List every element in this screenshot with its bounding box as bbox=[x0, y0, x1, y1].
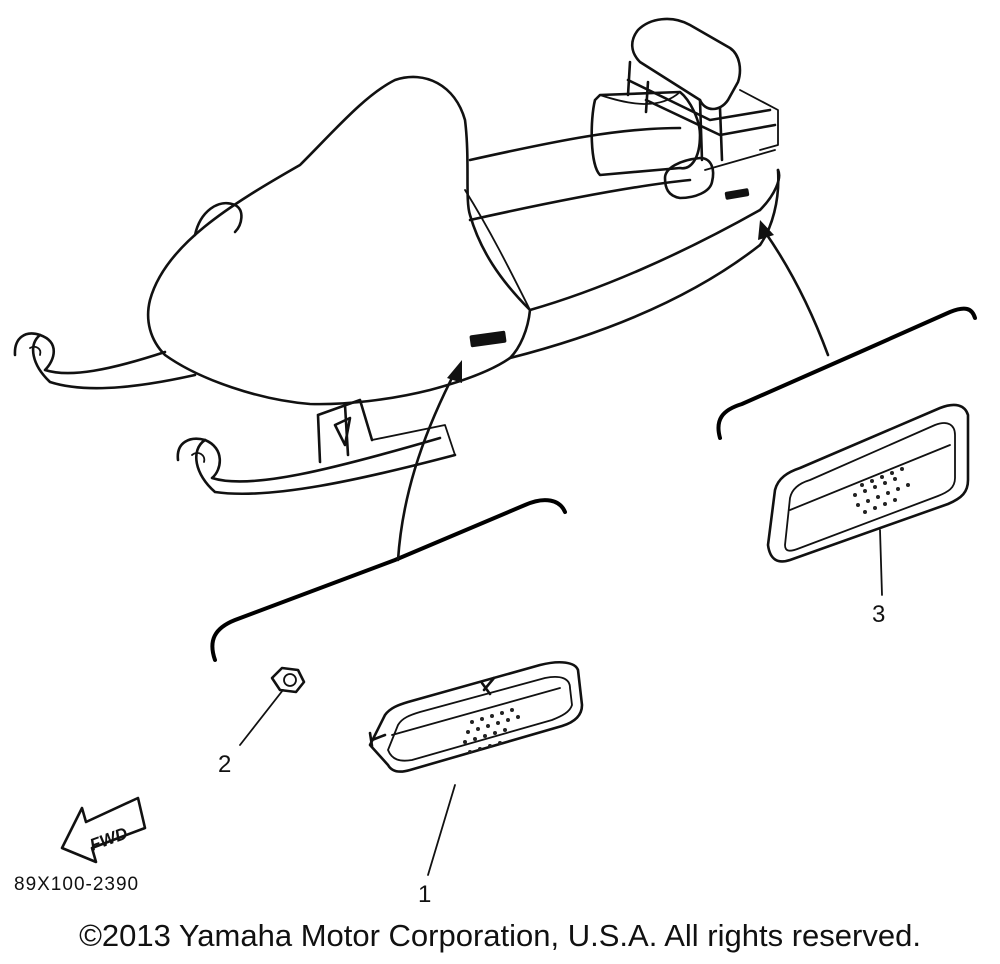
reference-code: 89X100-2390 bbox=[14, 874, 140, 895]
nut-2 bbox=[270, 666, 306, 694]
callout-2: 2 bbox=[218, 751, 231, 778]
callout-3: 3 bbox=[872, 601, 885, 628]
fwd-arrow-icon: FWD bbox=[60, 796, 147, 864]
reflector-3 bbox=[766, 403, 970, 563]
section-dividers bbox=[210, 306, 977, 662]
callout-1: 1 bbox=[418, 881, 431, 908]
fwd-label: FWD bbox=[87, 824, 130, 855]
leader-arrows bbox=[396, 220, 830, 562]
reflector-1 bbox=[368, 660, 584, 773]
callout-leaders bbox=[239, 529, 883, 876]
copyright-notice: ©2013 Yamaha Motor Corporation, U.S.A. A… bbox=[79, 918, 921, 953]
snowmobile-illustration bbox=[13, 17, 781, 496]
